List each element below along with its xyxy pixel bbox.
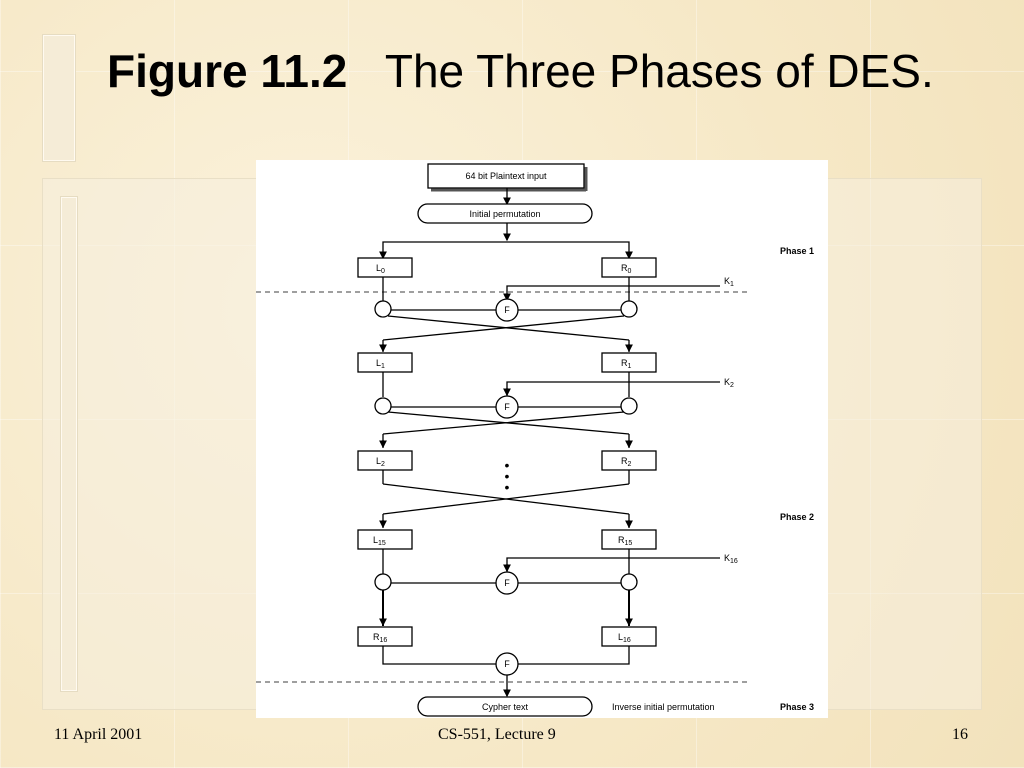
slide-title-accent-bar	[42, 34, 76, 162]
title-figure-number: Figure 11.2	[107, 45, 348, 97]
final-f-label: F	[504, 659, 510, 669]
f2-label: F	[504, 402, 510, 412]
footer-date: 11 April 2001	[54, 726, 143, 743]
slide-title: Figure 11.2 The Three Phases of DES.	[107, 42, 967, 100]
f1-label: F	[504, 305, 510, 315]
footer-course: CS-551, Lecture 9	[438, 726, 556, 743]
slide-content-accent-bar	[60, 196, 78, 692]
r16-box	[357, 626, 413, 647]
cypher-text-box	[417, 696, 593, 717]
des-phases-figure: 64 bit Plaintext input Initial permutati…	[256, 160, 828, 718]
l1-xor	[374, 397, 392, 415]
r15-label: R15	[618, 535, 632, 547]
l2-box	[357, 450, 413, 471]
phase3-label: Phase 3	[780, 702, 814, 712]
l15-box	[357, 529, 413, 550]
k16-label: K16	[724, 553, 738, 565]
inverse-permutation-label: Inverse initial permutation	[612, 702, 715, 712]
r1-junction	[620, 397, 638, 415]
plaintext-input-box	[427, 163, 585, 189]
l0-label: L0	[376, 263, 385, 275]
initial-permutation-box	[417, 203, 593, 224]
l16-label: L16	[618, 632, 631, 644]
footer-page-number: 16	[952, 726, 968, 743]
k1-label: K1	[724, 276, 734, 288]
l2-label: L2	[376, 456, 385, 468]
l1-box	[357, 352, 413, 373]
l0-box	[357, 257, 413, 278]
des-diagram: 64 bit Plaintext input Initial permutati…	[256, 163, 814, 717]
f16-label: F	[504, 578, 510, 588]
r16-label: R16	[373, 632, 387, 644]
r0-label: R0	[621, 263, 632, 275]
l1-label: L1	[376, 358, 385, 370]
cypher-text-label: Cypher text	[482, 702, 529, 712]
k2-label: K2	[724, 377, 734, 389]
phase1-label: Phase 1	[780, 246, 814, 256]
continuation-dots: •••	[505, 457, 510, 495]
phase2-label: Phase 2	[780, 512, 814, 522]
plaintext-input-label: 64 bit Plaintext input	[465, 171, 547, 181]
r0-junction	[620, 300, 638, 318]
r1-label: R1	[621, 358, 632, 370]
title-caption: The Three Phases of DES.	[384, 45, 934, 97]
r15-junction	[620, 573, 638, 591]
l0-xor	[374, 300, 392, 318]
initial-permutation-label: Initial permutation	[469, 209, 540, 219]
l15-xor	[374, 573, 392, 591]
r2-label: R2	[621, 456, 632, 468]
l15-label: L15	[373, 535, 386, 547]
